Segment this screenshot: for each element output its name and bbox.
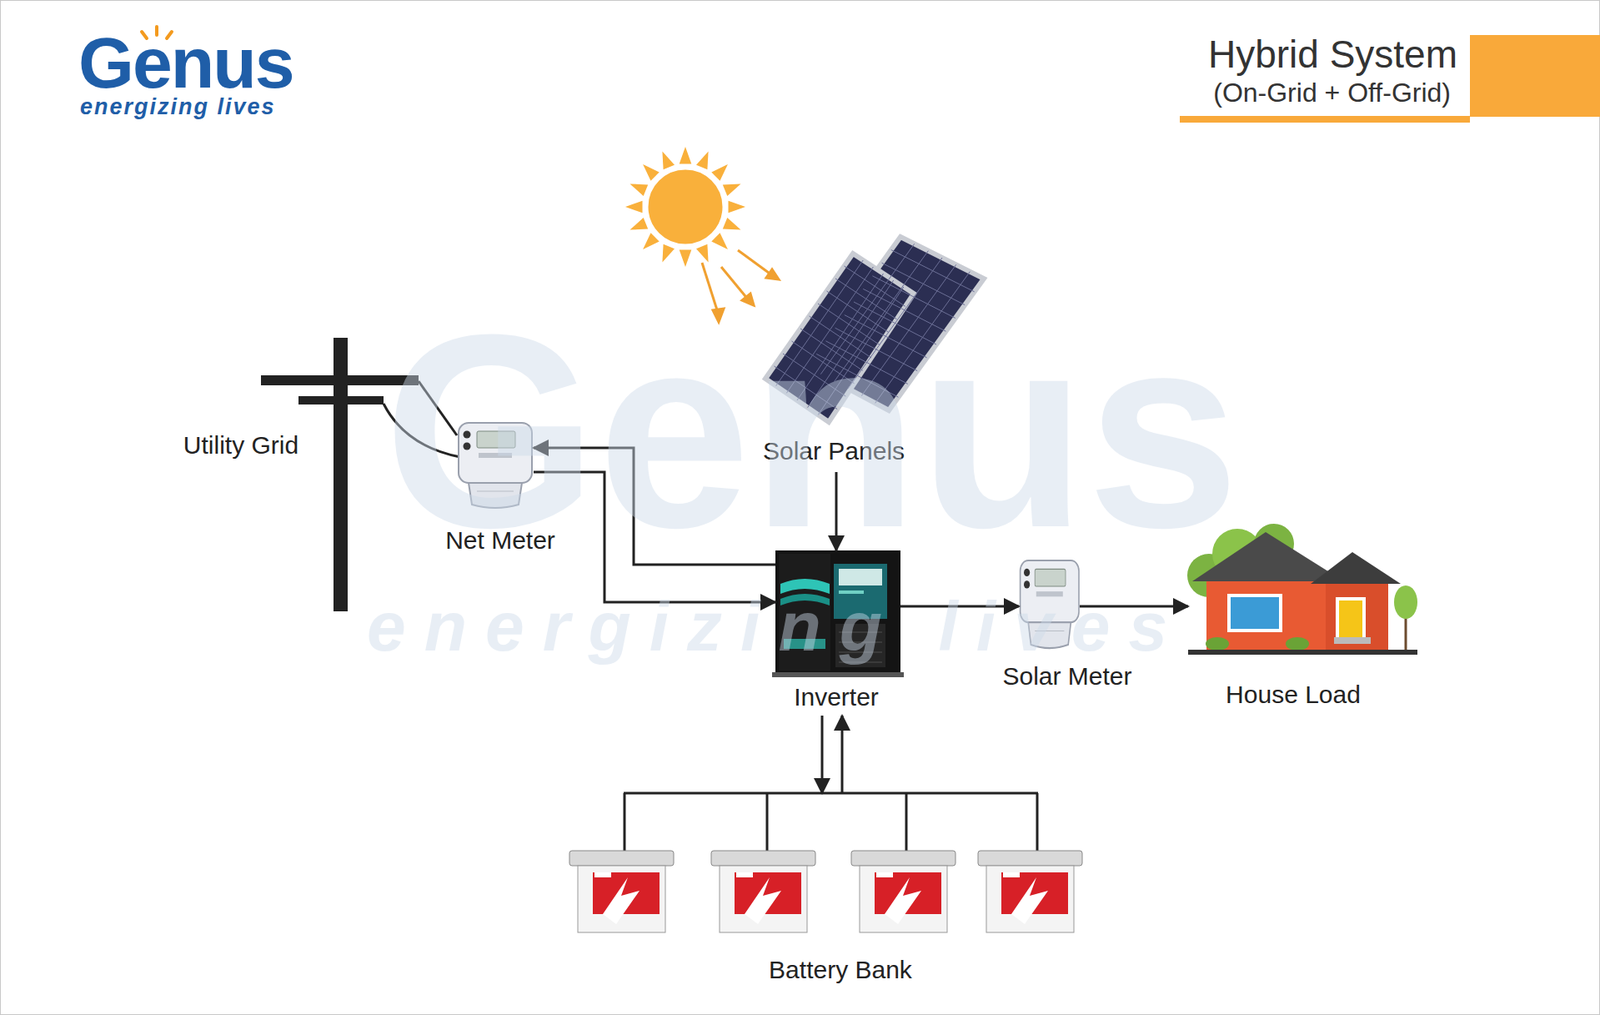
sun-ray (722, 217, 742, 231)
diagram-subtitle: (On-Grid + Off-Grid) (1213, 78, 1451, 108)
power-flow-line (821, 715, 824, 793)
diagram-title: Hybrid System (1208, 33, 1458, 76)
sun-ray (625, 200, 643, 214)
component-label: Solar Meter (1002, 662, 1132, 690)
sun-ray (711, 232, 728, 250)
sun-ray (728, 200, 747, 214)
component-label: Utility Grid (183, 431, 299, 459)
sun-ray (630, 217, 649, 231)
component-label: House Load (1225, 680, 1361, 708)
sun-ray (722, 183, 742, 196)
battery-bank: Battery Bank (566, 792, 1080, 934)
watermark-tagline: energizing lives (366, 587, 1186, 665)
component-label: Battery Bank (768, 955, 913, 984)
sun-ray (679, 146, 693, 165)
sun-ray (662, 244, 675, 263)
component-label: Inverter (793, 682, 879, 711)
logo-tagline: energizing lives (80, 95, 276, 121)
sun-ray (630, 183, 649, 196)
sun-ray (642, 164, 660, 181)
watermark-wordmark: Genus (383, 279, 1240, 582)
sun-ray (642, 232, 660, 250)
sun-ray (696, 244, 709, 263)
sun-ray (711, 164, 728, 181)
logo-wordmark: Genus (78, 23, 294, 103)
sun-ray (696, 151, 709, 171)
power-flow-line (841, 715, 844, 793)
sun-ray (679, 250, 693, 268)
sun-ray (662, 151, 675, 171)
